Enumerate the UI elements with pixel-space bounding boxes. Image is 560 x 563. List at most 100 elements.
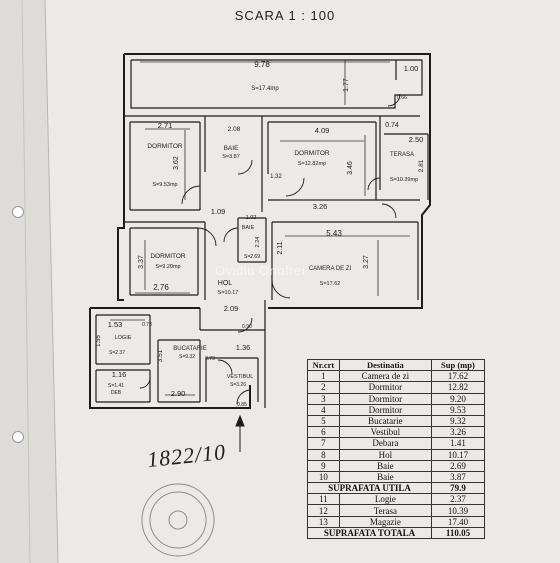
dim-magazie-height: 1.77 [343,78,350,92]
area-debara: S=1.41 [108,383,124,389]
label-baie-a: BAIE [224,145,239,152]
margin-fold [21,0,31,563]
row-destination: Debara [338,437,432,450]
watermark: Ovidiu Onofrei [215,263,306,278]
dim-baie-b-width: 1.02 [246,215,257,221]
label-hol: HOL [218,280,233,287]
row-area: 10.39 [430,504,486,517]
area-baie-b: S=2.69 [244,254,260,260]
label-camera-zi: CAMERA DE ZI [309,266,352,272]
label-debara: DEB [111,390,122,396]
label-dormitor-b: DORMITOR [294,150,330,157]
area-camera-zi: S=17.62 [320,281,341,287]
row-area: 9.20 [430,392,486,405]
label-dormitor-c: DORMITOR [150,253,186,260]
row-area: 3.87 [430,470,486,484]
entrance-arrow [235,414,245,452]
dim-logie-door: 0.78 [142,322,152,328]
dimension-ticks [110,60,410,396]
area-dormitor-b: S=12.82mp [298,161,326,167]
row-number: 7 [307,437,340,450]
row-destination: Logie [338,493,432,506]
area-dormitor-a: S=9.53mp [152,182,177,188]
row-number: 4 [307,403,340,416]
punch-hole-bottom [12,431,24,443]
label-dormitor-a: DORMITOR [147,143,183,150]
area-logie: S=2.37 [109,350,125,356]
dim-hol-small: 1.09 [211,207,226,216]
dim-magazie-door: 0.66 [397,95,407,101]
dim-dormitor-a-width: 2.71 [158,121,173,130]
row-destination: Hol [338,448,432,461]
dim-dormitor-b-height: 3.46 [347,161,354,175]
row-number: 6 [307,426,340,439]
dim-dormitor-a-height: 3.62 [173,156,180,170]
row-destination: Bucatarie [338,414,432,428]
row-number: 13 [307,515,340,528]
row-area: 2.69 [430,459,486,472]
row-number: 2 [307,381,340,394]
area-dormitor-c: S=9.20mp [155,264,180,270]
dim-magazie-extra: 1.00 [404,64,419,73]
dim-dormitor-c-height: 3.37 [138,255,145,269]
area-vestibul: S=3.26 [230,382,246,388]
row-number: 3 [307,392,340,405]
row-destination: Camera de zi [338,370,432,383]
row-number: 11 [307,493,340,506]
dim-logie-height: 1.55 [96,335,102,347]
col-sup: Sup (mp) [430,358,486,372]
row-area: 3.26 [430,426,486,439]
dim-bucatarie-width: 2.90 [171,389,186,398]
row-area: 17.40 [430,515,486,528]
dim-camera-zi-h2: 2.11 [277,241,284,254]
dim-hall-small: 1.32 [270,174,282,180]
area-baie-a: S=3.87 [222,154,240,160]
subtotal-row-label: SUPRAFATA UTILA [307,482,432,495]
dim-terasa-width: 2.50 [409,135,424,144]
dim-camera-zi-width: 5.43 [326,229,342,238]
dim-hol-width: 2.09 [224,304,239,313]
dim-magazie-width: 9.78 [254,60,270,69]
dim-dormitor-c-width: 2.76 [153,283,169,292]
row-destination: Magazie [338,515,432,528]
dim-camera-zi-height: 3.27 [363,255,370,269]
row-destination: Baie [338,459,432,472]
row-area: 2.37 [430,493,486,506]
area-magazie: S=17.4mp [251,86,279,92]
row-number: 9 [307,459,340,472]
label-logie: LOGIE [115,335,132,341]
scale-label: SCARA 1 : 100 [234,8,336,23]
row-destination: Terasa [338,504,432,517]
row-area: 17.62 [430,370,486,383]
row-number: 12 [307,504,340,517]
row-area: 10.17 [430,448,486,461]
dim-baie-b-height: 2.24 [255,237,261,248]
area-terasa: S=10.39mp [390,177,418,183]
door-swings [139,93,401,405]
col-nr: Nr.crt [307,358,340,372]
row-destination: Dormitor [338,381,432,394]
dim-bucatarie-height: 3.51 [157,349,164,362]
row-destination: Vestibul [338,426,432,439]
dim-vestibul-width: 1.36 [236,343,251,352]
dim-baie-a-width: 2.08 [228,126,241,133]
total-row-label: SUPRAFATA TOTALA [307,526,432,540]
label-terasa: TERASA [390,152,414,158]
row-area: 9.53 [430,403,486,416]
col-destinatia: Destinatia [338,358,432,372]
total-row-value: 110.05 [430,526,486,540]
row-destination: Dormitor [338,392,432,405]
